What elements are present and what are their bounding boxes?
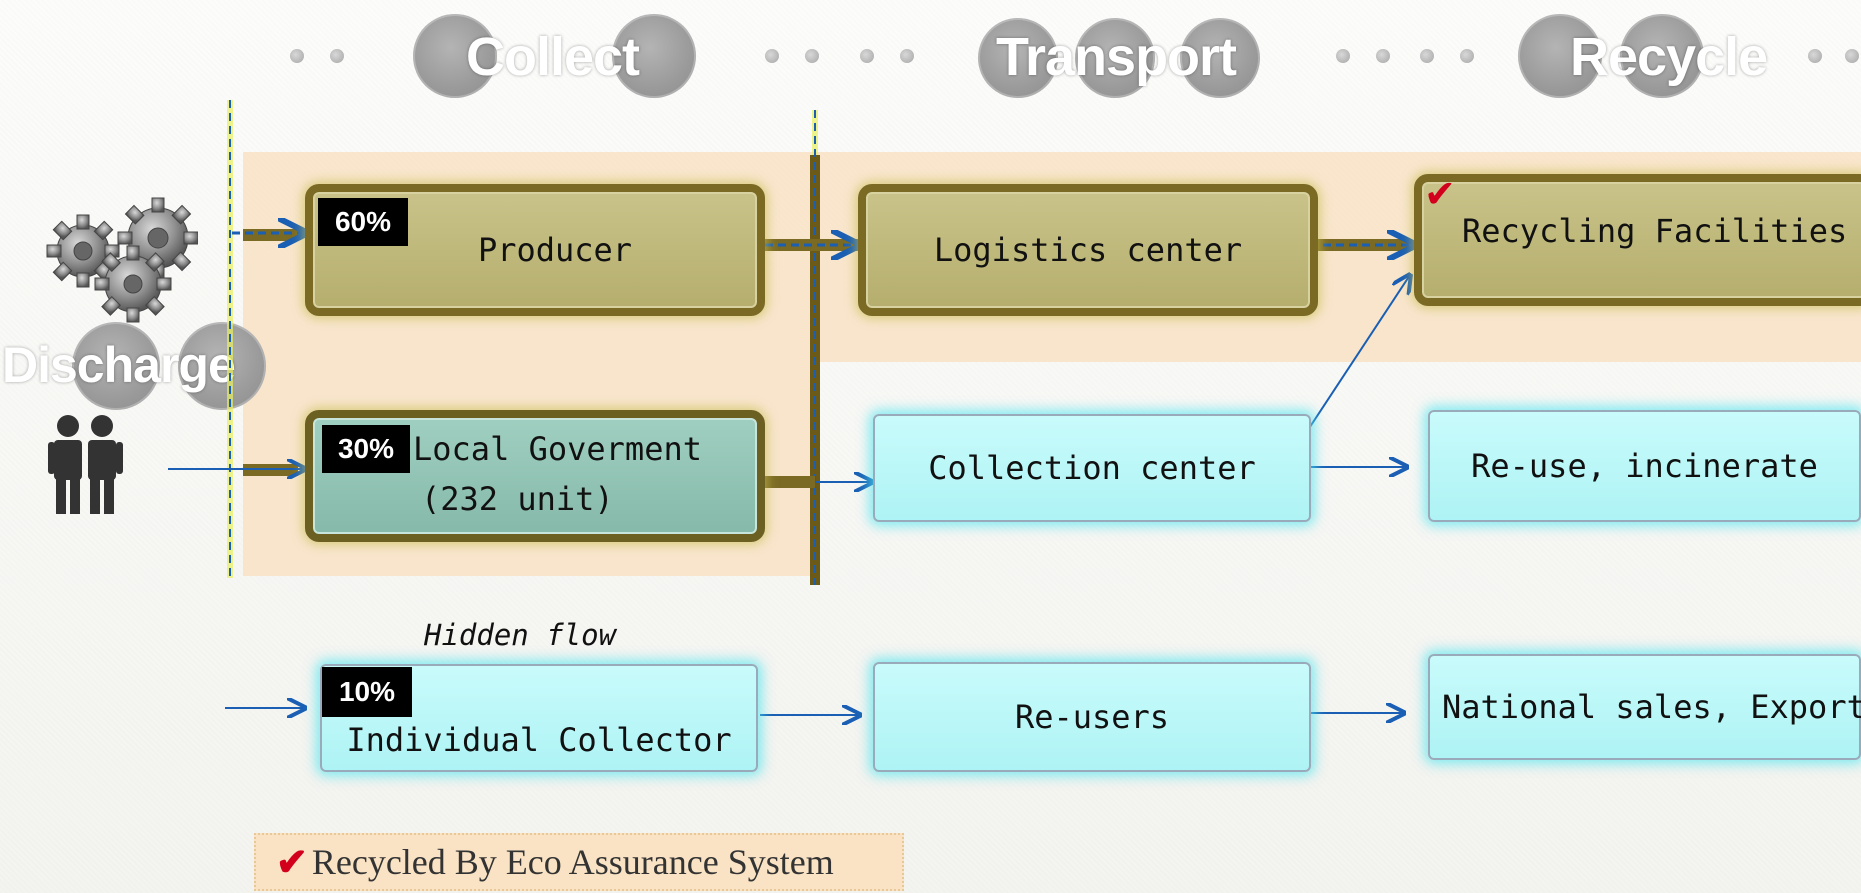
logistics-center-box: Logistics center bbox=[858, 184, 1318, 316]
national-sales-export-box: National sales, Export bbox=[1428, 654, 1861, 760]
stage-title-discharge: Discharge bbox=[2, 337, 236, 393]
header-dot bbox=[1460, 49, 1474, 63]
stage-title-collect: Collect bbox=[466, 27, 640, 87]
header-bubble bbox=[178, 322, 266, 410]
re-users-label: Re-users bbox=[1014, 698, 1170, 736]
legend: ✔ Recycled By Eco Assurance System bbox=[254, 833, 904, 891]
header-bubble bbox=[1075, 18, 1155, 98]
header-dot bbox=[1808, 49, 1822, 63]
people-icon bbox=[48, 412, 124, 516]
reuse-incinerate-label: Re-use, incinerate bbox=[1471, 447, 1818, 485]
checkmark-icon: ✔ bbox=[276, 841, 308, 884]
header-bubble bbox=[1180, 18, 1260, 98]
local-government-label-line1: Local Goverment bbox=[413, 430, 702, 468]
header-bubble bbox=[978, 18, 1058, 98]
individual-collector-box: Individual Collector bbox=[320, 664, 758, 772]
local-government-label-line2: (232 unit) bbox=[421, 480, 614, 518]
header-bubble bbox=[1620, 14, 1704, 98]
legend-label: Recycled By Eco Assurance System bbox=[311, 842, 834, 882]
gears-icon bbox=[28, 196, 198, 326]
collection-center-label: Collection center bbox=[928, 449, 1256, 487]
header-dot bbox=[1336, 49, 1350, 63]
producer-label: Producer bbox=[477, 231, 633, 269]
header-bubble bbox=[1518, 14, 1602, 98]
header-dot bbox=[290, 49, 304, 63]
hidden-flow-label: Hidden flow bbox=[424, 618, 617, 652]
header-dot bbox=[1376, 49, 1390, 63]
header-dot bbox=[765, 49, 779, 63]
logistics-center-label: Logistics center bbox=[933, 231, 1243, 269]
checkmark-icon: ✔ bbox=[1424, 172, 1456, 216]
individual-collector-percent-badge: 10% bbox=[322, 667, 412, 717]
collection-center-box: Collection center bbox=[873, 414, 1311, 522]
header-bubble bbox=[413, 14, 497, 98]
stage-title-transport: Transport bbox=[996, 27, 1237, 87]
stage-title-recycle: Recycle bbox=[1570, 27, 1768, 87]
header-dot bbox=[330, 49, 344, 63]
recycling-facilities-box: Recycling Facilities bbox=[1414, 174, 1861, 306]
re-users-box: Re-users bbox=[873, 662, 1311, 772]
local-government-percent-badge: 30% bbox=[322, 425, 410, 473]
recycling-facilities-label: Recycling Facilities bbox=[1462, 212, 1848, 250]
individual-collector-label: Individual Collector bbox=[346, 721, 732, 759]
header-dot bbox=[1420, 49, 1434, 63]
header-bubble bbox=[612, 14, 696, 98]
header-bubble bbox=[72, 322, 160, 410]
national-sales-export-label: National sales, Export bbox=[1442, 688, 1861, 726]
header-dot bbox=[860, 49, 874, 63]
header-dot bbox=[805, 49, 819, 63]
header-dot bbox=[900, 49, 914, 63]
reuse-incinerate-box: Re-use, incinerate bbox=[1428, 410, 1861, 522]
producer-percent-badge: 60% bbox=[318, 198, 408, 246]
header-dot bbox=[1845, 49, 1859, 63]
